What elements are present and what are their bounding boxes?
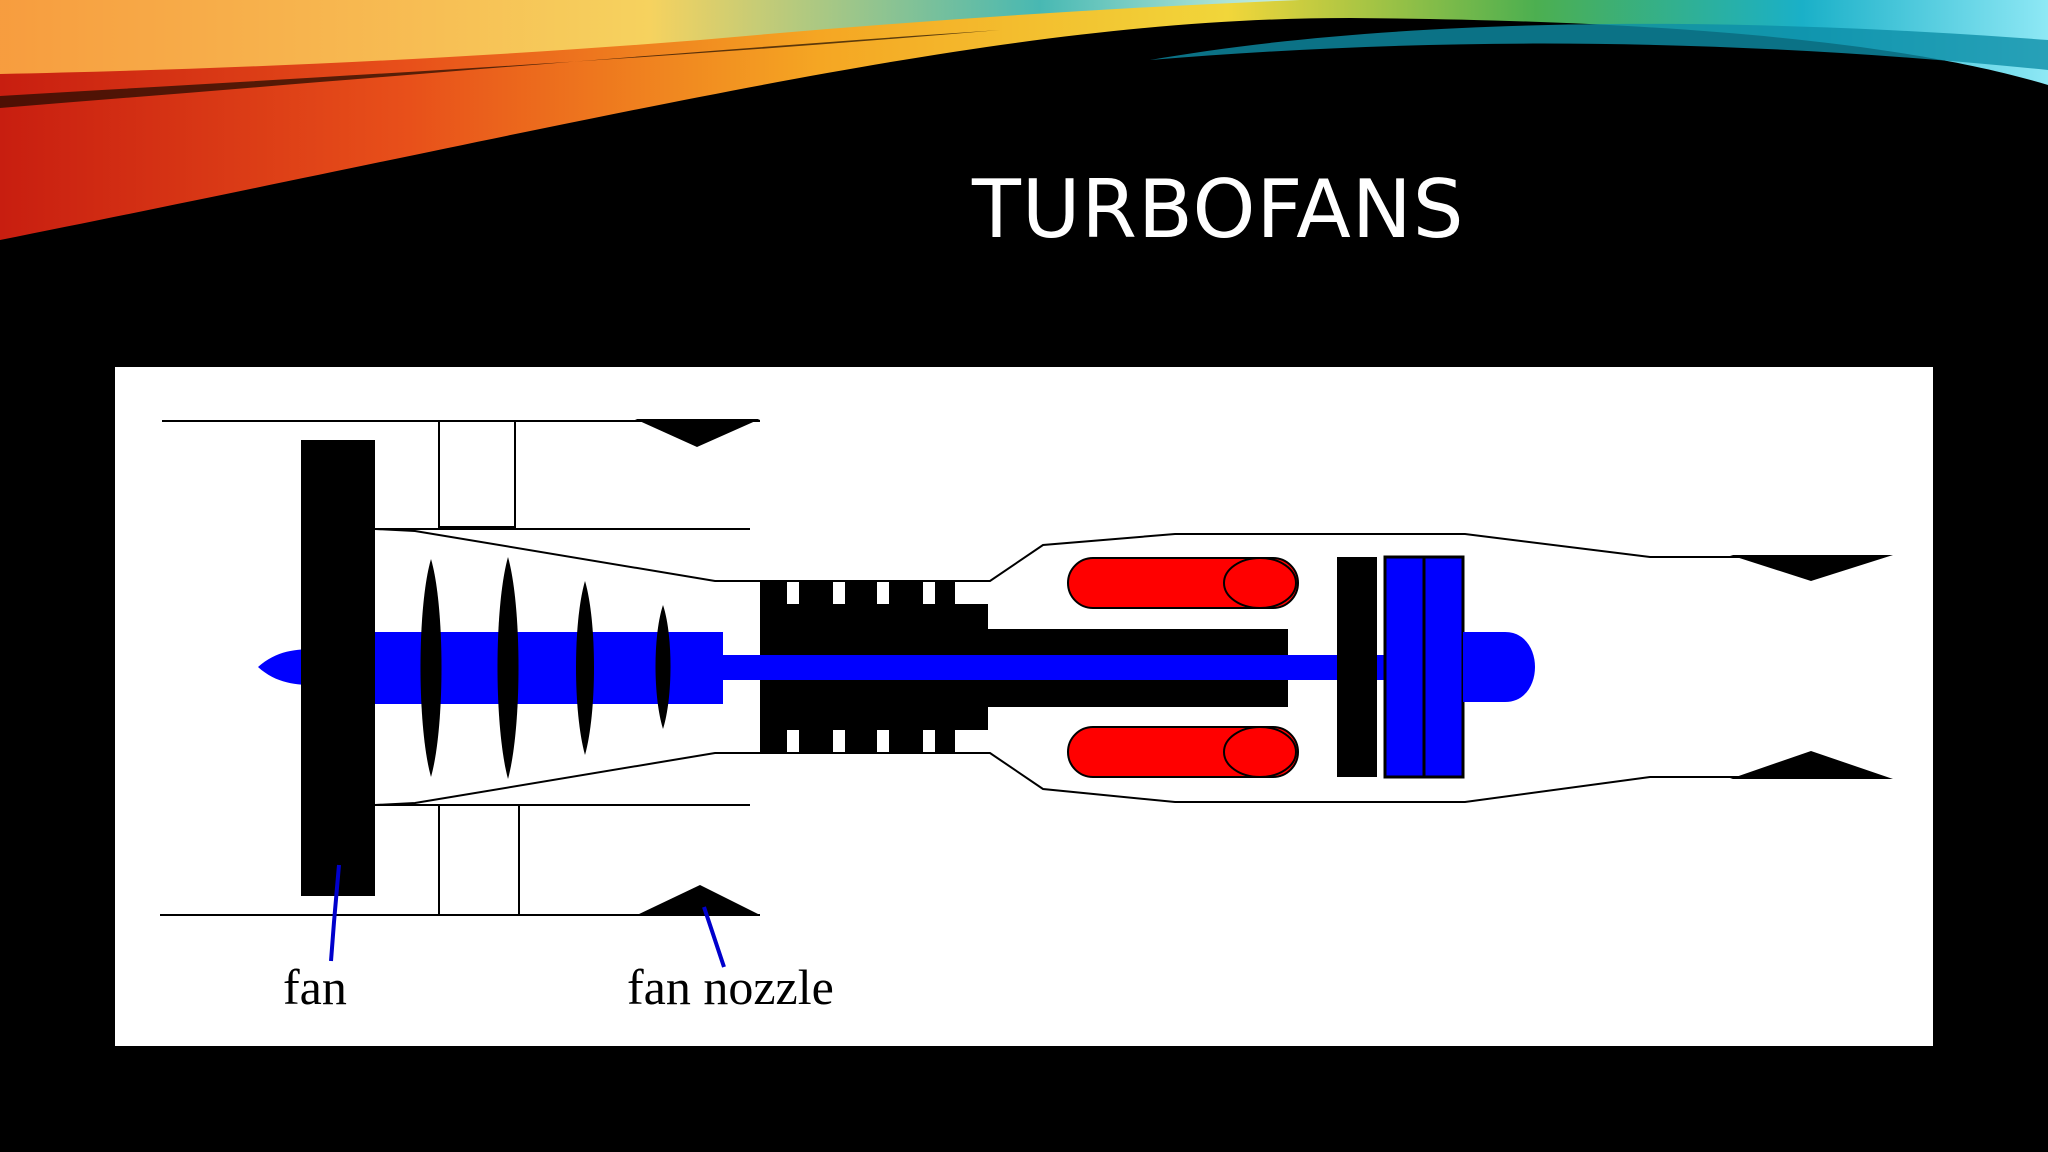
lpc-blade-stage-4 [655,605,671,729]
hpc-slot-bottom-5 [955,730,988,752]
guide-vane-top [438,420,516,528]
fan-nozzle-bottom [637,885,760,915]
turbofan-engine-diagram: fan fan nozzle [160,419,1893,1015]
hpc-slot-top-5 [955,582,988,604]
hpc-slot-top-2 [833,582,845,604]
fan-leader-line [329,864,341,962]
lpc-blade-stage-1 [420,559,442,777]
banner-teal-streak [1150,23,2048,70]
compressor-casing-top [374,528,1850,582]
banner-dark-streak [0,30,1000,108]
hpc-slot-bottom-4 [923,730,935,752]
hpc-slot-top-4 [923,582,935,604]
core-nozzle-bottom [1730,751,1893,779]
fan-label: fan [283,959,347,1015]
banner-highlight-band [0,0,1300,74]
combustor-top-cap [1223,557,1297,609]
decorative-swoosh-banner [0,0,2048,240]
fan-nozzle-top [635,419,760,447]
lpc-blade-stage-3 [576,581,594,755]
hpc-slot-top-1 [787,582,799,604]
fan-disk [301,440,375,896]
main-shaft [723,655,1403,680]
hpc-slot-bottom-1 [787,730,799,752]
hpc-slot-bottom-3 [877,730,889,752]
core-nozzle-top [1730,555,1893,581]
tail-cone [1463,632,1535,702]
combustor-bottom-cap [1223,726,1297,778]
fan-nozzle-label: fan nozzle [627,959,834,1015]
hp-turbine-disk [1337,557,1377,777]
banner-warm-band [0,0,2048,240]
fan-nozzle-leader-line [702,906,726,968]
lpc-blade-stage-2 [497,557,519,779]
turbofan-diagram-panel: fan fan nozzle [115,367,1933,1046]
hpc-slot-top-3 [877,582,889,604]
slide-title: TURBOFANS [972,163,1465,256]
guide-vane-bottom [438,804,520,916]
hpc-slot-bottom-2 [833,730,845,752]
compressor-casing-bottom [374,752,1850,806]
